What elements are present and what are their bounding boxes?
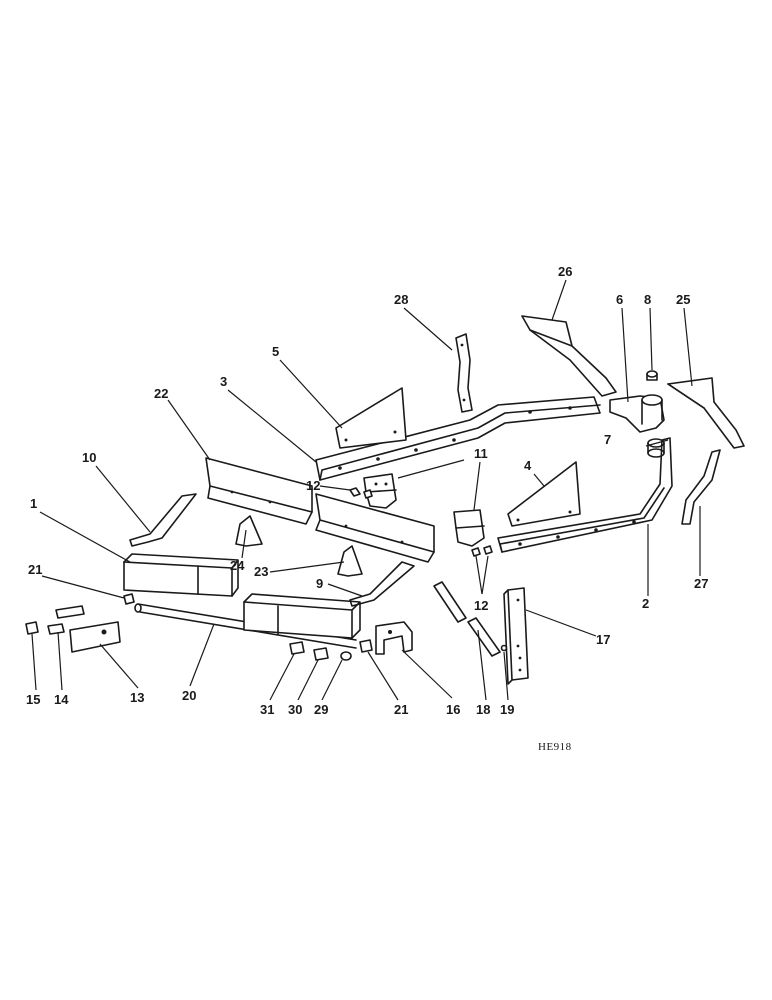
callout-13: 13 (130, 690, 144, 705)
callout-19: 19 (500, 702, 514, 717)
callout-21-right: 21 (394, 702, 408, 717)
callout-20: 20 (182, 688, 196, 703)
part-2-frame-rail (497, 437, 673, 553)
part-11-bracket-b (453, 509, 485, 547)
part-27-bent-strap (681, 449, 721, 525)
part-16-u-bracket (375, 621, 413, 655)
callout-31: 31 (260, 702, 274, 717)
part-1-box-beam-right (243, 593, 361, 639)
callout-12-lower: 12 (474, 598, 488, 613)
callout-21-left: 21 (28, 562, 42, 577)
part-26-shield (521, 315, 617, 397)
callout-16: 16 (446, 702, 460, 717)
callout-25: 25 (676, 292, 690, 307)
callout-5: 5 (272, 344, 279, 359)
callout-15: 15 (26, 692, 40, 707)
part-21-clip-a (123, 593, 135, 605)
callout-22: 22 (154, 386, 168, 401)
callout-17: 17 (596, 632, 610, 647)
part-10-brace (129, 493, 197, 547)
callout-27: 27 (694, 576, 708, 591)
part-22-angle-bar (205, 457, 435, 563)
callout-8: 8 (644, 292, 651, 307)
part-24-stand (235, 515, 263, 547)
callout-11: 11 (474, 446, 488, 461)
part-29-bushing (340, 651, 352, 661)
callout-24: 24 (230, 558, 245, 573)
part-11-bracket-a (363, 473, 397, 509)
callout-labels: 26 28 6 8 25 5 22 3 7 4 10 11 12 1 24 23… (26, 264, 708, 717)
callout-29: 29 (314, 702, 328, 717)
callout-23: 23 (254, 564, 268, 579)
part-8-bolt (646, 370, 658, 381)
leader-lines (31, 279, 701, 701)
callout-3: 3 (220, 374, 227, 389)
part-25-shield (667, 377, 745, 449)
callout-18: 18 (476, 702, 490, 717)
callout-26: 26 (558, 264, 572, 279)
part-5-gusset (335, 387, 407, 449)
callout-7: 7 (604, 432, 611, 447)
callout-1: 1 (30, 496, 37, 511)
callout-28: 28 (394, 292, 408, 307)
callout-10: 10 (82, 450, 96, 465)
part-14-pin (47, 605, 85, 635)
callout-6: 6 (616, 292, 623, 307)
part-6-housing (609, 394, 665, 433)
part-23-stand (337, 545, 363, 577)
callout-4: 4 (524, 458, 532, 473)
part-12-bolts (349, 487, 493, 557)
part-13-plate (69, 621, 121, 653)
part-31-bushing (289, 641, 305, 655)
part-1-box-beam (123, 553, 239, 597)
part-17-channel (503, 587, 529, 685)
part-21-clip-b (359, 639, 373, 653)
part-28-bent-strap (455, 333, 473, 413)
part-18-strap (433, 581, 501, 657)
part-15-nut (25, 621, 39, 635)
part-9-brace (349, 561, 415, 607)
part-3-frame-rail (315, 396, 601, 481)
callout-9: 9 (316, 576, 323, 591)
callout-12-upper: 12 (306, 478, 320, 493)
drawing-code: HE918 (538, 741, 572, 753)
part-4-gusset (507, 461, 581, 527)
callout-30: 30 (288, 702, 302, 717)
callout-14: 14 (54, 692, 69, 707)
part-30-bushing (313, 647, 329, 661)
callout-2: 2 (642, 596, 649, 611)
